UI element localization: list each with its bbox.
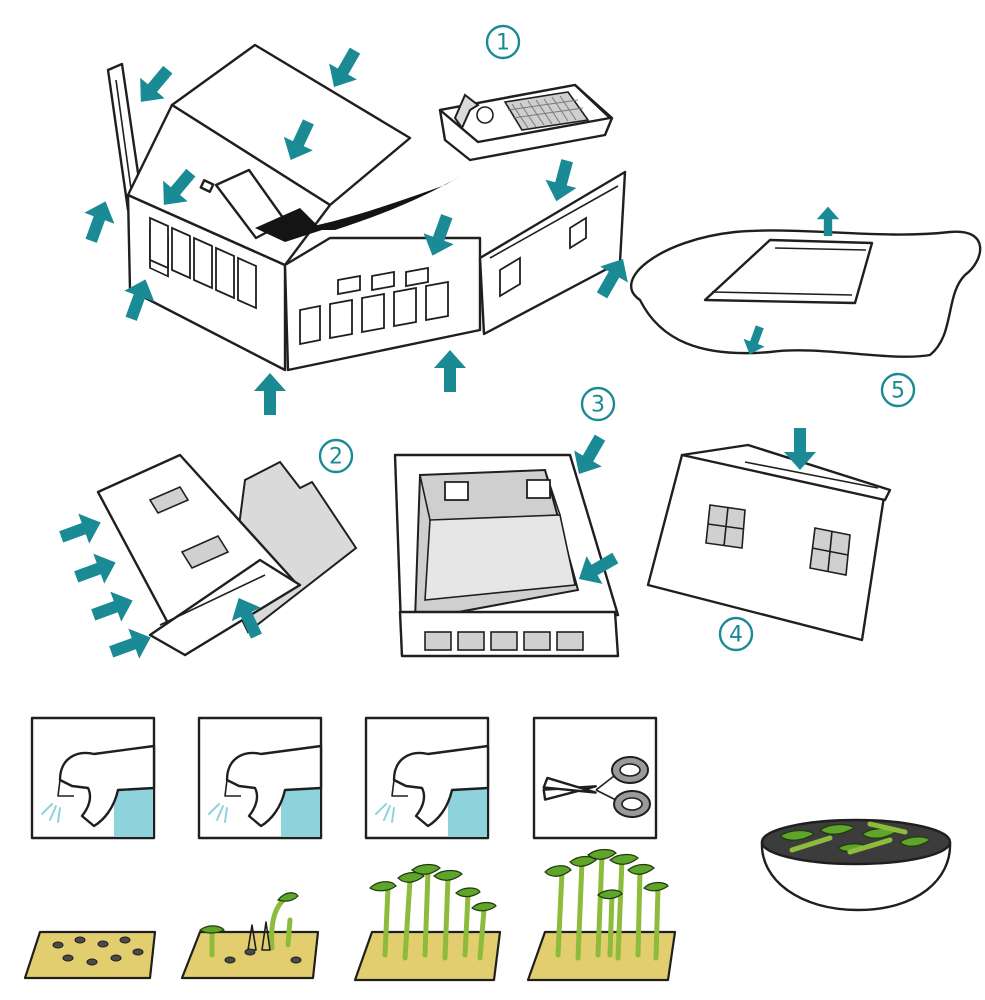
spray-bottle-icon xyxy=(57,744,156,828)
spray-bottle-panel-1 xyxy=(30,716,156,840)
push-arrow-icon xyxy=(434,350,466,392)
sponge-stage-4 xyxy=(526,848,677,982)
assembled-greenhouse xyxy=(106,43,627,372)
step-number-2: 2 xyxy=(318,438,354,474)
push-arrow-icon xyxy=(540,156,583,206)
harvested-sprouts xyxy=(778,821,931,855)
sponge-stage-3 xyxy=(353,863,502,982)
open-box-step xyxy=(393,453,620,658)
step-number-3: 3 xyxy=(580,386,616,422)
step3-front-windows xyxy=(424,631,584,651)
svg-text:3: 3 xyxy=(591,393,605,418)
sponge-stage-1 xyxy=(23,930,157,980)
plastic-sheet-step xyxy=(630,229,982,358)
scissors-panel xyxy=(532,716,658,840)
push-arrow-icon xyxy=(105,622,157,667)
step-number-5: 5 xyxy=(880,372,916,408)
scissors-icon xyxy=(542,756,651,818)
push-arrow-icon xyxy=(254,373,286,415)
spray-bottle-panel-3 xyxy=(364,716,490,840)
svg-text:2: 2 xyxy=(329,445,343,470)
push-arrow-icon xyxy=(87,585,139,630)
spray-bottle-panel-2 xyxy=(197,716,323,840)
spray-bottle-icon xyxy=(391,744,490,828)
step2-windows xyxy=(148,485,230,570)
sprouts-medium xyxy=(369,863,497,961)
solar-light-unit xyxy=(438,83,614,162)
closed-wall-step xyxy=(646,443,892,642)
svg-text:1: 1 xyxy=(496,31,510,56)
spray-bottle-icon xyxy=(224,744,323,828)
step4-windows xyxy=(705,504,851,576)
sponge-stage-2 xyxy=(180,892,320,980)
step-number-1: 1 xyxy=(485,24,521,60)
push-arrow-icon xyxy=(70,547,122,592)
svg-text:4: 4 xyxy=(729,623,743,648)
svg-text:5: 5 xyxy=(891,379,905,404)
step-number-4: 4 xyxy=(718,616,754,652)
water-level xyxy=(114,788,153,837)
bowl-icon xyxy=(760,818,952,912)
front-wall-windows xyxy=(299,266,449,346)
push-arrow-icon xyxy=(55,507,107,552)
push-arrow-icon xyxy=(76,195,121,247)
sprouts-grown xyxy=(544,848,669,961)
folded-wall-step xyxy=(96,453,358,657)
